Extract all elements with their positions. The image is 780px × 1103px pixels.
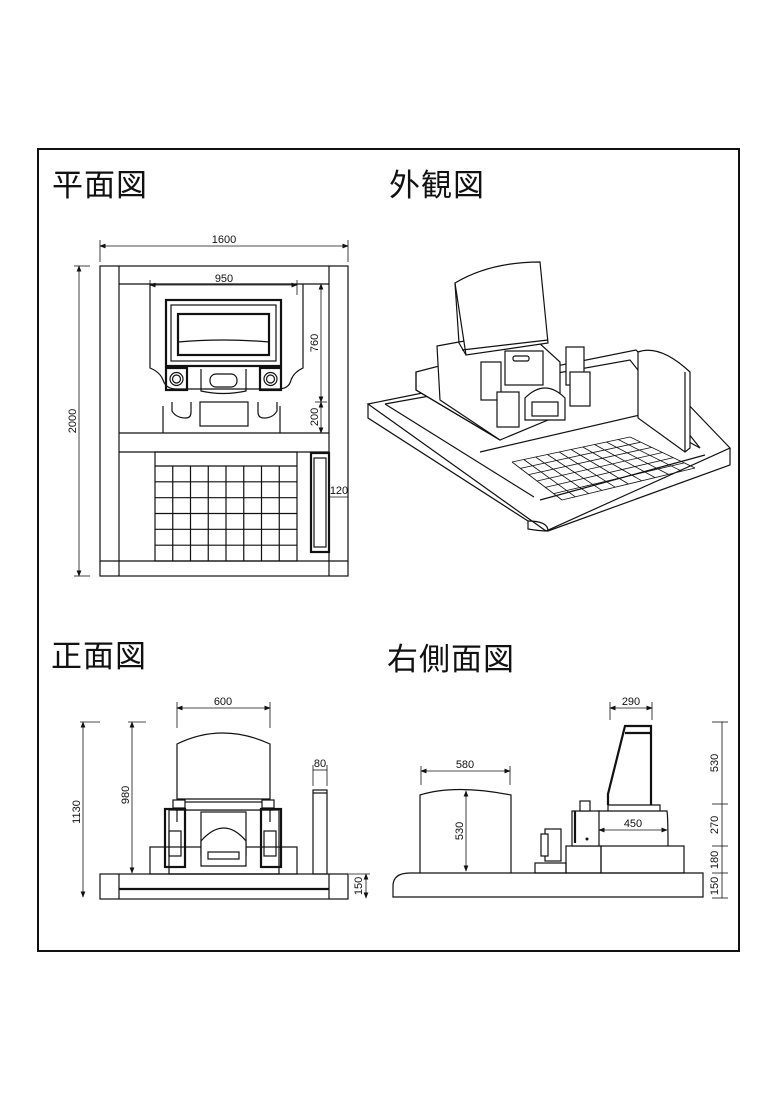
dim-plan-width-total: 1600 [212, 234, 236, 246]
right-side-view-title: 右側面図 [387, 642, 515, 678]
front-view-title: 正面図 [51, 639, 147, 675]
plan-paving-grid [154, 451, 298, 562]
dim-side-h-upper: 270 [709, 816, 721, 834]
right-side-view-drawing: 290 580 530 450 530 270 180 150 [392, 696, 728, 899]
dim-front-height-total: 1130 [71, 800, 83, 824]
iso-grid-line [553, 462, 685, 495]
iso-grid-line [561, 467, 696, 501]
plan-view-title: 平面図 [52, 168, 148, 204]
dim-side-plate-width: 580 [456, 759, 474, 771]
iso-grid-line [520, 441, 641, 469]
side-dimensions: 290 580 530 450 530 270 180 150 [420, 696, 728, 899]
plan-dimensions: 1600 950 2000 760 200 120 [67, 234, 349, 577]
dim-side-stone-depth: 290 [622, 696, 640, 708]
dim-side-base-depth: 450 [624, 818, 642, 830]
dim-front-base-height: 150 [353, 877, 365, 895]
exterior-paving-grid [511, 436, 696, 501]
side-plate [419, 788, 512, 873]
front-view-drawing: 600 1130 980 80 150 [71, 696, 370, 900]
exterior-headstone [454, 261, 549, 356]
exterior-view-drawing [366, 261, 732, 532]
dim-plan-depth-step: 200 [309, 408, 321, 426]
front-side-post [312, 789, 328, 875]
plan-view-drawing: 1600 950 2000 760 200 120 [67, 234, 349, 577]
dim-front-post-width: 80 [314, 758, 326, 770]
iso-grid-line [528, 446, 652, 476]
iso-grid-line [536, 452, 663, 482]
side-base [392, 872, 704, 898]
dim-plan-depth-upper: 760 [309, 334, 321, 352]
iso-grid-line [511, 436, 631, 463]
iso-grid-line [545, 457, 674, 488]
plan-side-post [309, 451, 331, 554]
dim-side-h-stone: 530 [709, 754, 721, 772]
dim-plan-side-post: 120 [330, 485, 348, 497]
dim-side-h-mid: 180 [709, 851, 721, 869]
dim-plan-width-inner: 950 [215, 273, 233, 285]
plan-headstone [164, 298, 283, 368]
exterior-side-plate [637, 349, 691, 453]
exterior-view-title: 外観図 [389, 168, 485, 204]
dim-plan-depth-total: 2000 [67, 409, 79, 433]
front-headstone [176, 732, 271, 822]
front-base [99, 873, 349, 900]
plan-tomb [149, 284, 304, 433]
plan-outer-boundary [99, 265, 349, 577]
dim-side-h-base: 150 [709, 877, 721, 895]
dim-side-plate-height: 530 [454, 822, 466, 840]
drawing-frame [37, 148, 740, 952]
dim-front-stone-width: 600 [214, 696, 232, 708]
dim-front-height-stone: 980 [120, 786, 132, 804]
front-dimensions: 600 1130 980 80 150 [71, 696, 370, 899]
